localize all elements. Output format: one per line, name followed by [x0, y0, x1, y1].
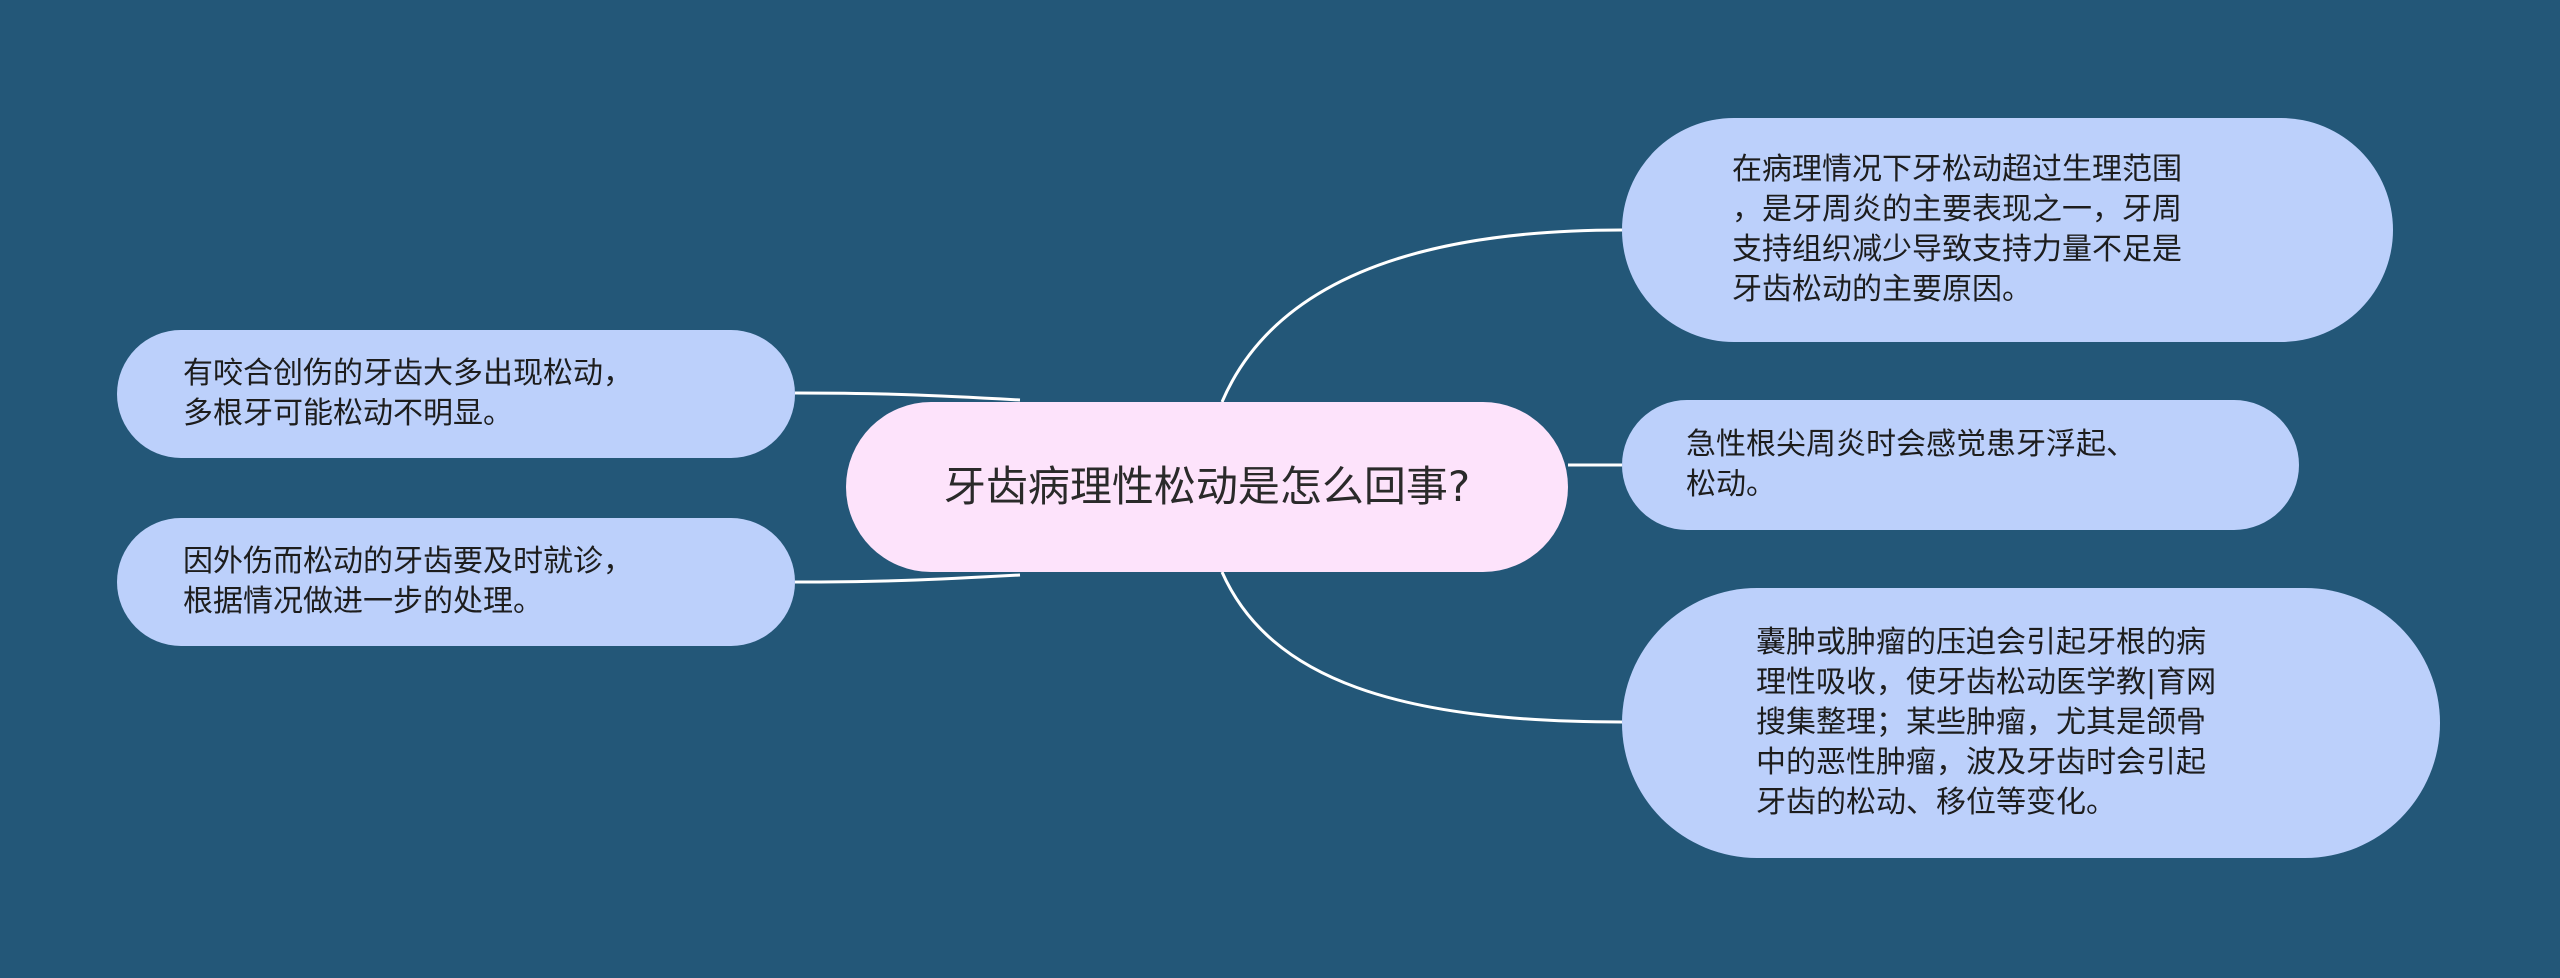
- right-topic-label-2: 急性根尖周炎时会感觉患牙浮起、 松动。: [1686, 427, 2136, 502]
- connector-root-to-right-1: [1220, 228, 1623, 403]
- left-topic-node-1[interactable]: 有咬合创伤的牙齿大多出现松动， 多根牙可能松动不明显。: [117, 330, 795, 458]
- right-topic-node-3[interactable]: 囊肿或肿瘤的压迫会引起牙根的病 理性吸收，使牙齿松动医学教|育网 搜集整理；某些…: [1622, 588, 2440, 858]
- connector-root-to-left-1: [794, 391, 1021, 402]
- root-topic-label: 牙齿病理性松动是怎么回事?: [943, 462, 1471, 511]
- left-topic-label-1: 有咬合创伤的牙齿大多出现松动， 多根牙可能松动不明显。: [183, 356, 633, 431]
- left-topic-label-2: 因外伤而松动的牙齿要及时就诊， 根据情况做进一步的处理。: [183, 544, 633, 619]
- connector-root-to-right-3: [1220, 571, 1623, 724]
- right-topic-label-1: 在病理情况下牙松动超过生理范围 ，是牙周炎的主要表现之一，牙周 支持组织减少导致…: [1732, 152, 2182, 307]
- right-topic-node-1[interactable]: 在病理情况下牙松动超过生理范围 ，是牙周炎的主要表现之一，牙周 支持组织减少导致…: [1622, 118, 2393, 342]
- root-topic-node[interactable]: 牙齿病理性松动是怎么回事?: [846, 402, 1568, 572]
- connector-root-to-left-2: [794, 573, 1021, 584]
- right-topic-node-2[interactable]: 急性根尖周炎时会感觉患牙浮起、 松动。: [1622, 400, 2299, 530]
- right-topic-label-3: 囊肿或肿瘤的压迫会引起牙根的病 理性吸收，使牙齿松动医学教|育网 搜集整理；某些…: [1756, 625, 2217, 820]
- left-topic-node-2[interactable]: 因外伤而松动的牙齿要及时就诊， 根据情况做进一步的处理。: [117, 518, 795, 646]
